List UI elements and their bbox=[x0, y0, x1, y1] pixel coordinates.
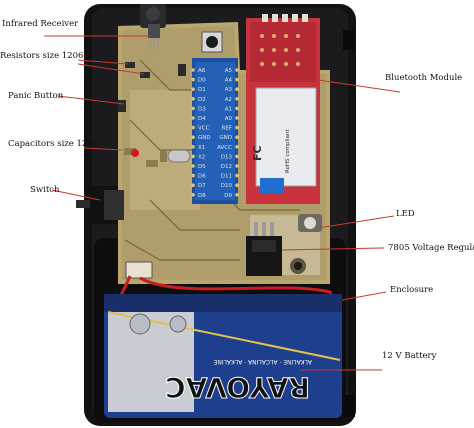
arduino-pin-pad bbox=[235, 145, 239, 149]
arduino-pin-label: D0 bbox=[198, 78, 206, 84]
arduino-pin-label: D6 bbox=[198, 174, 206, 180]
battery: ALKALINE · ALCALINA · ALKALINE RAYOVAC bbox=[104, 294, 342, 418]
arduino-pin-label: D4 bbox=[198, 116, 206, 122]
arduino-pin-label: GND bbox=[219, 135, 232, 141]
arduino-pin-pad bbox=[191, 87, 195, 91]
crystal bbox=[167, 149, 191, 163]
voltage-regulator bbox=[246, 222, 282, 276]
arduino-pin-label: A1 bbox=[225, 106, 232, 112]
arduino-pin-pad bbox=[235, 68, 239, 72]
label-battery: 12 V Battery bbox=[382, 351, 437, 361]
arduino-pin-label: AVCC bbox=[217, 145, 232, 151]
arduino-pin-label: D8 bbox=[198, 193, 206, 199]
arduino-pin-pad bbox=[191, 116, 195, 120]
power-switch bbox=[76, 186, 124, 224]
arduino-pin-pad bbox=[235, 77, 239, 82]
arduino-pin-label: A6 bbox=[198, 68, 206, 74]
bt-model-text: RoHS compliant bbox=[285, 129, 291, 173]
arduino-pin-pad bbox=[235, 97, 239, 101]
resistors bbox=[118, 62, 186, 112]
arduino-pin-pad bbox=[235, 87, 239, 91]
label-led: LED bbox=[396, 209, 415, 219]
arduino-pin-pad bbox=[191, 135, 195, 139]
battery-connector bbox=[125, 261, 153, 279]
label-panic-button: Panic Button bbox=[8, 91, 64, 101]
label-switch: Switch bbox=[30, 185, 60, 195]
bt-brand-text: FC bbox=[251, 145, 264, 161]
arduino-pin-label: D3 bbox=[198, 106, 206, 112]
arduino-pin-pad bbox=[191, 183, 195, 187]
arduino-pin-label: A4 bbox=[225, 78, 233, 84]
label-enclosure: Enclosure bbox=[390, 285, 434, 295]
arduino-pin-pad bbox=[235, 116, 239, 120]
battery-type-text: ALKALINE · ALCALINA · ALKALINE bbox=[213, 358, 312, 365]
arduino-pin-label: A2 bbox=[225, 97, 232, 103]
arduino-pin-label: D11 bbox=[221, 174, 232, 180]
label-regulator: 7805 Voltage Regulator bbox=[388, 243, 474, 253]
arduino-pin-label: D9 bbox=[224, 193, 232, 199]
led bbox=[298, 214, 322, 232]
arduino-pin-label: A5 bbox=[225, 68, 233, 74]
arduino-pin-label: X2 bbox=[198, 154, 205, 160]
arduino-pin-label: D7 bbox=[198, 183, 206, 189]
arduino-pin-pad bbox=[235, 173, 239, 178]
arduino-pin-pad bbox=[191, 106, 195, 111]
label-infrared-receiver: Infrared Receiver bbox=[2, 19, 79, 29]
panic-button bbox=[201, 31, 223, 53]
arduino-pin-label: X1 bbox=[198, 145, 205, 151]
arduino-pin-label: D5 bbox=[198, 164, 206, 170]
arduino-pin-pad bbox=[191, 164, 195, 168]
arduino-pin-label: GND bbox=[198, 135, 211, 141]
bluetooth-module: FC RoHS compliant bbox=[246, 14, 320, 204]
arduino-pin-label: VCC bbox=[198, 126, 210, 132]
arduino-pin-label: D12 bbox=[221, 164, 232, 170]
arduino-pin-pad bbox=[235, 154, 239, 159]
arduino-pin-pad bbox=[235, 183, 239, 187]
arduino-pin-pad bbox=[191, 154, 195, 159]
arduino-pin-pad bbox=[235, 135, 239, 139]
arduino-pin-label: A0 bbox=[225, 116, 233, 122]
arduino-pin-pad bbox=[235, 106, 239, 111]
leader-lines bbox=[44, 35, 401, 371]
label-resistors: Resistors size 1206 bbox=[0, 51, 84, 61]
arduino-pin-label: D13 bbox=[221, 154, 233, 160]
arduino-pin-pad bbox=[191, 145, 195, 149]
arduino-pin-label: REF bbox=[222, 126, 232, 132]
arduino-pin-pad bbox=[191, 125, 195, 130]
arduino-pin-pad bbox=[191, 173, 195, 178]
arduino-pin-label: A3 bbox=[225, 87, 233, 93]
arduino-pin-pad bbox=[191, 97, 195, 101]
battery-brand-text: RAYOVAC bbox=[165, 371, 310, 404]
arduino-pin-pad bbox=[191, 68, 195, 72]
arduino-pin-pad bbox=[235, 125, 239, 130]
arduino-pin-pad bbox=[191, 77, 195, 82]
arduino-pin-label: D10 bbox=[221, 183, 233, 189]
infrared-receiver bbox=[140, 4, 166, 50]
arduino-pin-pad bbox=[191, 193, 195, 197]
label-bluetooth-module: Bluetooth Module bbox=[385, 73, 463, 83]
arduino-pin-pad bbox=[235, 193, 239, 197]
arduino-pin-label: D2 bbox=[198, 97, 206, 103]
arduino-pin-label: D1 bbox=[198, 87, 206, 93]
label-capacitors: Capacitors size 1206 bbox=[8, 139, 99, 149]
arduino-pin-pad bbox=[235, 164, 239, 168]
capacitors bbox=[124, 148, 167, 167]
